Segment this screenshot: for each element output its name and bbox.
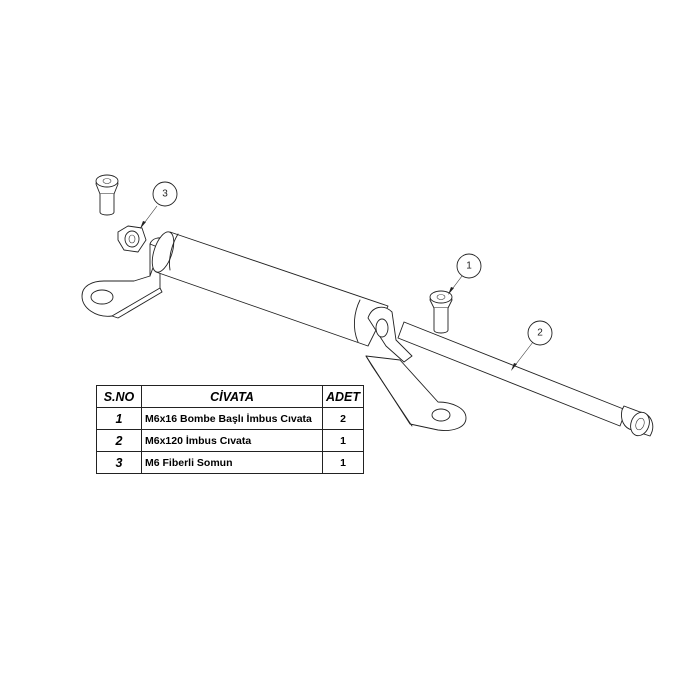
balloon-2-label: 2 xyxy=(537,328,543,339)
row-quantity: 2 xyxy=(321,407,365,430)
button-head-screw-left xyxy=(95,174,119,216)
row-number: 1 xyxy=(96,407,142,430)
callouts: 3 1 2 xyxy=(140,181,553,371)
row-number: 3 xyxy=(96,451,142,474)
row-part-name: M6x120 İmbus Cıvata xyxy=(141,429,323,452)
header-sno: S.NO xyxy=(96,385,142,408)
main-tube xyxy=(151,231,389,347)
balloon-1-label: 1 xyxy=(466,261,472,272)
balloon-3-label: 3 xyxy=(162,189,168,200)
table-row: 1 M6x16 Bombe Başlı İmbus Cıvata 2 xyxy=(96,407,365,430)
balloon-3 xyxy=(152,181,178,207)
balloon-1 xyxy=(456,253,482,279)
header-civata: CİVATA xyxy=(141,385,323,408)
balloon-2 xyxy=(527,320,553,346)
header-adet: ADET xyxy=(321,385,365,408)
row-quantity: 1 xyxy=(321,451,365,474)
right-bracket xyxy=(365,306,467,431)
row-part-name: M6 Fiberli Somun xyxy=(141,451,323,474)
table-row: 3 M6 Fiberli Somun 1 xyxy=(96,451,365,474)
row-part-name: M6x16 Bombe Başlı İmbus Cıvata xyxy=(141,407,323,430)
row-number: 2 xyxy=(96,429,142,452)
row-quantity: 1 xyxy=(321,429,365,452)
table-header-row: S.NO CİVATA ADET xyxy=(96,385,365,408)
left-bracket-hole xyxy=(90,289,114,305)
table-row: 2 M6x120 İmbus Cıvata 1 xyxy=(96,429,365,452)
button-head-screw-right xyxy=(429,290,453,334)
left-bracket xyxy=(81,237,167,319)
parts-list-table: S.NO CİVATA ADET 1 M6x16 Bombe Başlı İmb… xyxy=(96,385,365,474)
lock-nut-m6 xyxy=(117,225,147,253)
right-bracket-upper-hole xyxy=(375,318,389,338)
long-bolt-m6x120 xyxy=(397,321,654,437)
right-bracket-foot-hole xyxy=(431,408,451,422)
